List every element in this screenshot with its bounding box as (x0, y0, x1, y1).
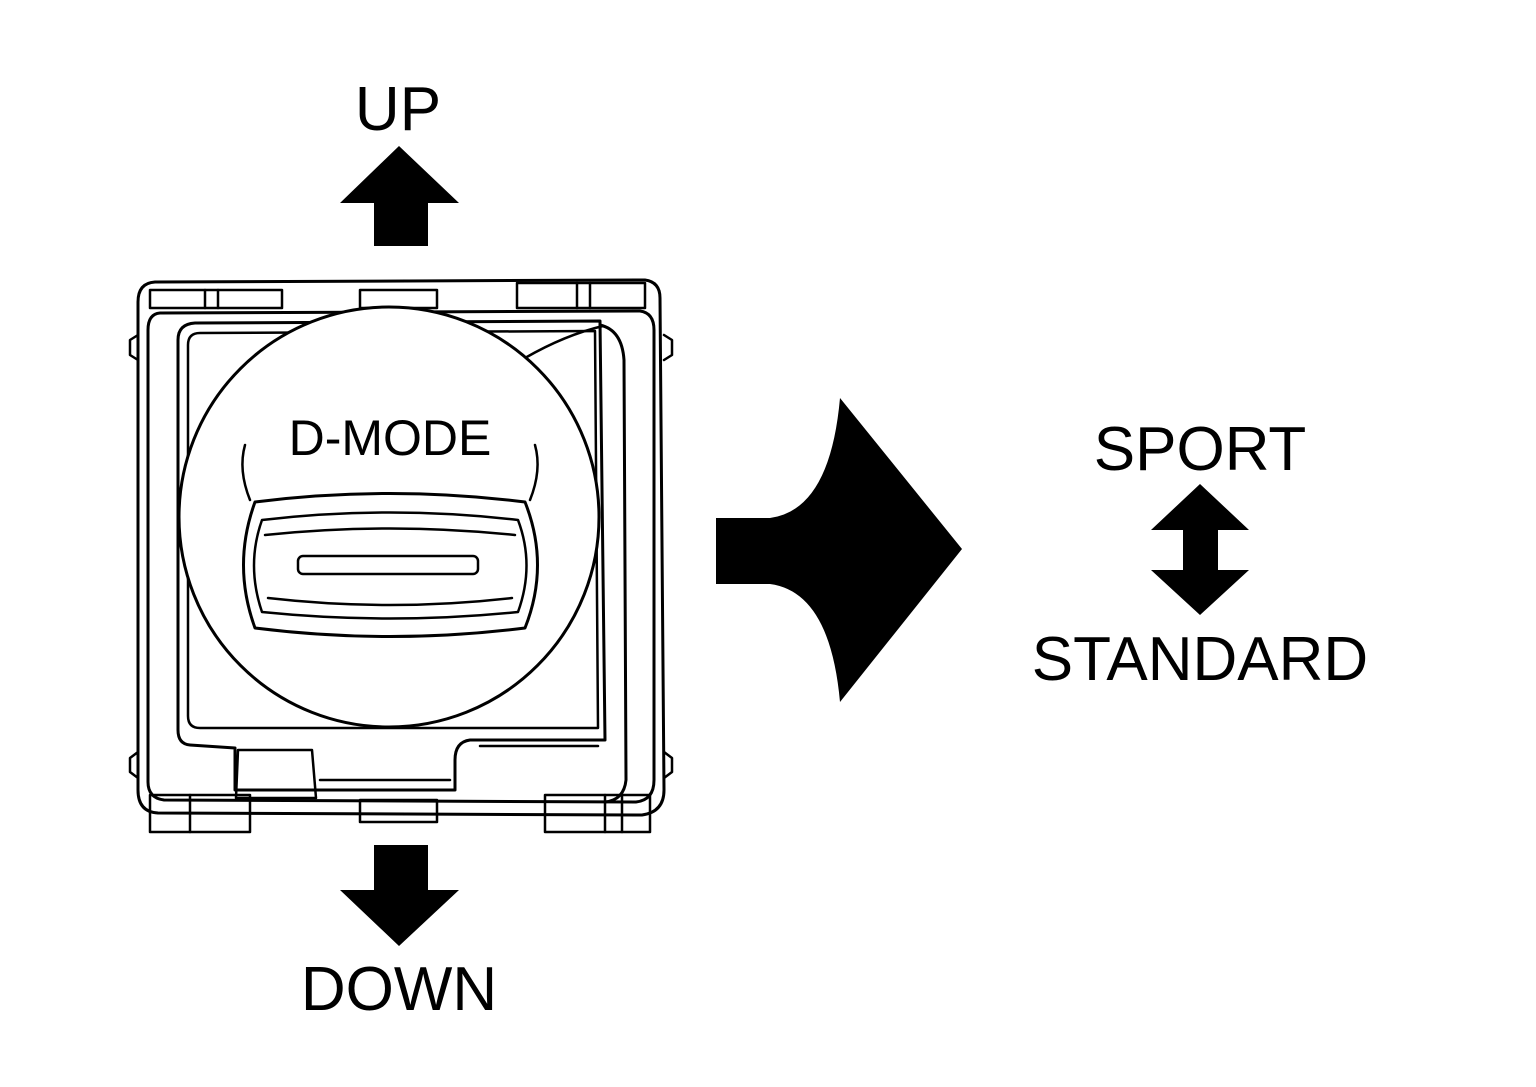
d-mode-switch: D-MODE (128, 278, 674, 834)
sport-label: SPORT (1094, 415, 1306, 484)
arrow-right-icon (716, 398, 962, 702)
down-arrow-icon (340, 845, 459, 946)
down-label: DOWN (301, 955, 497, 1024)
d-mode-label: D-MODE (289, 410, 492, 466)
up-arrow-icon (340, 146, 459, 246)
up-label: UP (355, 75, 441, 144)
standard-label: STANDARD (1032, 625, 1368, 694)
double-arrow-vertical-icon (1151, 484, 1249, 615)
